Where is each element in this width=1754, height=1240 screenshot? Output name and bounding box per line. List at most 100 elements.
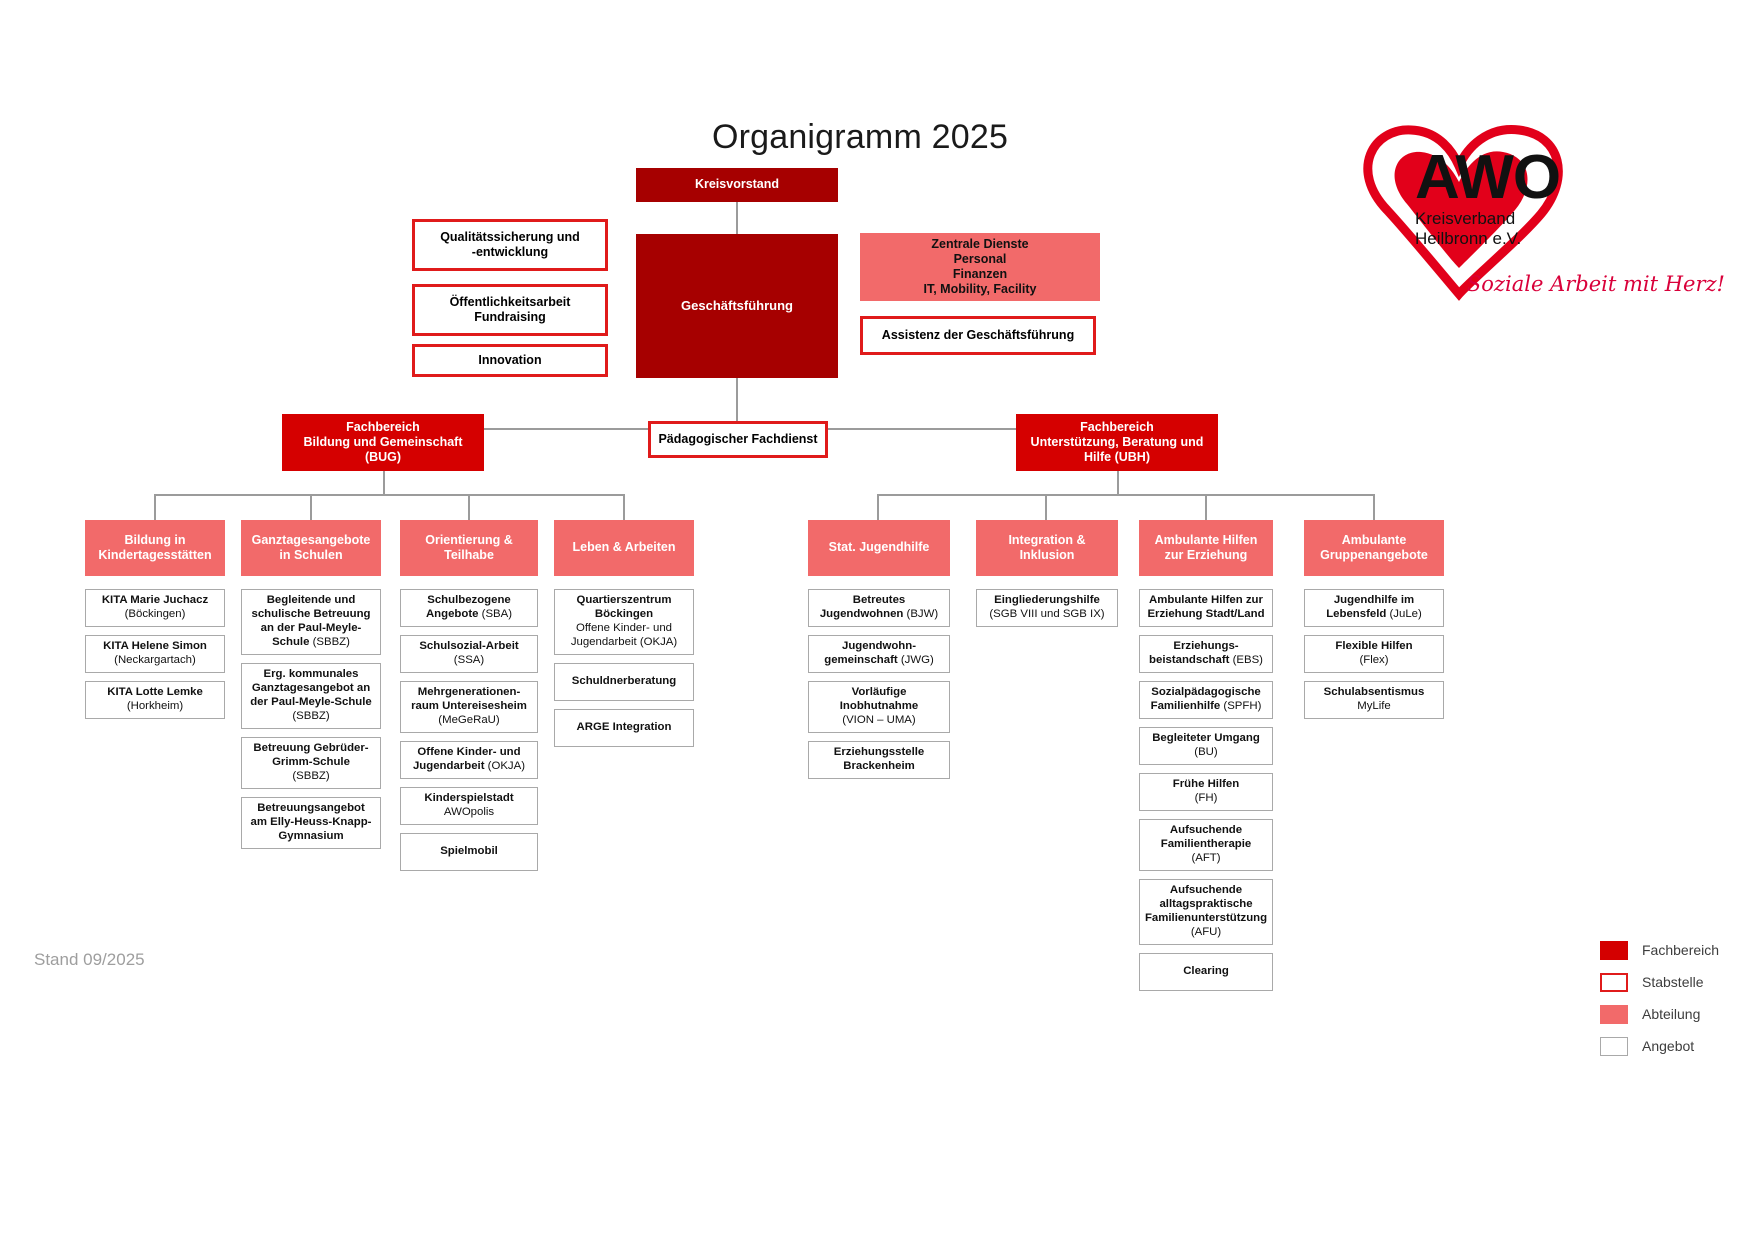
offer-box[interactable]: Betreutes Jugendwohnen (BJW) bbox=[808, 589, 950, 627]
offer-sub-text: (SSA) bbox=[453, 654, 485, 666]
legend-label: Stabstelle bbox=[1642, 974, 1704, 990]
offer-box[interactable]: Schulbezogene Angebote (SBA) bbox=[400, 589, 538, 627]
offer-main-text: Frühe Hilfen bbox=[1172, 778, 1240, 791]
offer-label: Schulbezogene Angebote (SBA) bbox=[407, 594, 531, 622]
offer-box[interactable]: Erziehungs-beistandschaft (EBS) bbox=[1139, 635, 1273, 673]
box-fachbereich-bug[interactable]: Fachbereich Bildung und Gemeinschaft (BU… bbox=[282, 414, 484, 471]
offer-box[interactable]: Flexible Hilfen(Flex) bbox=[1304, 635, 1444, 673]
box-kreisvorstand[interactable]: Kreisvorstand bbox=[636, 168, 838, 202]
department-title-line: zur Erziehung bbox=[1164, 548, 1248, 562]
box-stabstelle-qualitaet[interactable]: Qualitätssicherung und -entwicklung bbox=[412, 219, 608, 271]
offer-box[interactable]: KITA Marie Juchacz(Böckingen) bbox=[85, 589, 225, 627]
offer-main-text: Vorläufige Inobhutnahme bbox=[839, 686, 919, 713]
offer-label: Betreuungsangebot am Elly-Heuss-Knapp-Gy… bbox=[248, 802, 374, 844]
offer-label: Schuldnerberatung bbox=[572, 675, 676, 689]
offer-box[interactable]: Jugendhilfe im Lebensfeld (JuLe) bbox=[1304, 589, 1444, 627]
offer-box[interactable]: ARGE Integration bbox=[554, 709, 694, 747]
offer-label: Clearing bbox=[1183, 965, 1229, 979]
offer-box[interactable]: Schulsozial-Arbeit (SSA) bbox=[400, 635, 538, 673]
offer-sub-text: (SBA) bbox=[478, 608, 513, 620]
offer-main-text: Offene Kinder- und Jugendarbeit bbox=[412, 746, 521, 772]
department-title-line: Orientierung & bbox=[425, 532, 513, 547]
department-header-integration[interactable]: Integration &Inklusion bbox=[976, 520, 1118, 576]
offer-box[interactable]: KITA Lotte Lemke(Horkheim) bbox=[85, 681, 225, 719]
offer-label: Flexible Hilfen(Flex) bbox=[1335, 640, 1412, 668]
offer-box[interactable]: Betreuungsangebot am Elly-Heuss-Knapp-Gy… bbox=[241, 797, 381, 849]
offer-sub-text: MyLife bbox=[1357, 700, 1391, 712]
offer-main-text: Quartierszentrum Böckingen bbox=[576, 594, 672, 621]
offer-box[interactable]: Betreuung Gebrüder-Grimm-Schule(SBBZ) bbox=[241, 737, 381, 789]
offer-label: ARGE Integration bbox=[577, 721, 672, 735]
box-paedagogischer-fachdienst[interactable]: Pädagogischer Fachdienst bbox=[648, 421, 828, 458]
offer-box[interactable]: Begleiteter Umgang(BU) bbox=[1139, 727, 1273, 765]
offer-box[interactable]: Erg. kommunales Ganztagesangebot an der … bbox=[241, 663, 381, 729]
box-fachbereich-ubh[interactable]: Fachbereich Unterstützung, Beratung und … bbox=[1016, 414, 1218, 471]
offer-sub-text: (Horkheim) bbox=[126, 700, 184, 712]
box-stabstelle-innovation[interactable]: Innovation bbox=[412, 344, 608, 377]
offer-box[interactable]: Frühe Hilfen(FH) bbox=[1139, 773, 1273, 811]
offer-box[interactable]: Offene Kinder- und Jugendarbeit (OKJA) bbox=[400, 741, 538, 779]
offer-box[interactable]: Jugendwohn-gemeinschaft (JWG) bbox=[808, 635, 950, 673]
legend-label: Angebot bbox=[1642, 1038, 1695, 1054]
offer-main-text: Begleiteter Umgang bbox=[1152, 732, 1260, 745]
offer-label: Vorläufige Inobhutnahme(VION – UMA) bbox=[815, 686, 943, 728]
box-geschaeftsfuehrung[interactable]: Geschäftsführung bbox=[636, 234, 838, 378]
offer-main-text: Schuldnerberatung bbox=[571, 675, 677, 688]
offer-sub-text: (SBBZ) bbox=[292, 769, 330, 782]
offer-box[interactable]: Mehrgenerationen-raum Untereisesheim(MeG… bbox=[400, 681, 538, 733]
box-zentrale-dienste[interactable]: Zentrale Dienste Personal Finanzen IT, M… bbox=[860, 233, 1100, 301]
offer-box[interactable]: Schuldnerberatung bbox=[554, 663, 694, 701]
stabstelle-1-line-1: Fundraising bbox=[474, 310, 546, 324]
box-stabstelle-oeffentlichkeitsarbeit[interactable]: Öffentlichkeitsarbeit Fundraising bbox=[412, 284, 608, 336]
offer-box[interactable]: Ambulante Hilfen zur Erziehung Stadt/Lan… bbox=[1139, 589, 1273, 627]
offer-box[interactable]: Eingliederungshilfe(SGB VIII und SGB IX) bbox=[976, 589, 1118, 627]
stabstelle-1-line-0: Öffentlichkeitsarbeit bbox=[449, 294, 571, 309]
offer-sub-text: (VION – UMA) bbox=[842, 713, 916, 726]
connector-bug-down bbox=[383, 471, 386, 495]
stabstelle-0-line-1: -entwicklung bbox=[471, 245, 549, 259]
offer-box[interactable]: Sozialpädagogische Familienhilfe (SPFH) bbox=[1139, 681, 1273, 719]
awo-logo: AWO Kreisverband Heilbronn e.V. bbox=[1355, 118, 1725, 308]
offer-sub-text: (MeGeRaU) bbox=[438, 713, 500, 726]
offer-sub-text: (AFU) bbox=[1190, 925, 1222, 938]
ubh-line-2: Hilfe (UBH) bbox=[1084, 450, 1150, 465]
offer-sub-text: (JuLe) bbox=[1386, 608, 1422, 620]
connector-ubh-bus bbox=[877, 494, 1375, 497]
connector-bug-col2 bbox=[310, 494, 313, 520]
department-header-orientierung[interactable]: Orientierung &Teilhabe bbox=[400, 520, 538, 576]
offer-box[interactable]: Clearing bbox=[1139, 953, 1273, 991]
offer-main-text: Erg. kommunales Ganztagesangebot an der … bbox=[250, 668, 372, 708]
department-header-statjug[interactable]: Stat. Jugendhilfe bbox=[808, 520, 950, 576]
offer-box[interactable]: Begleitende und schulische Betreuung an … bbox=[241, 589, 381, 655]
connector-bug-bus bbox=[154, 494, 625, 497]
offer-box[interactable]: KITA Helene Simon(Neckargartach) bbox=[85, 635, 225, 673]
department-title-line: Ganztagesangebote bbox=[251, 532, 371, 547]
offer-box[interactable]: Aufsuchende alltagspraktische Familienun… bbox=[1139, 879, 1273, 945]
department-title-line: Bildung in bbox=[124, 532, 186, 547]
offer-label: Erg. kommunales Ganztagesangebot an der … bbox=[248, 668, 374, 724]
offer-main-text: Ambulante Hilfen zur Erziehung Stadt/Lan… bbox=[1147, 594, 1265, 620]
offer-box[interactable]: Vorläufige Inobhutnahme(VION – UMA) bbox=[808, 681, 950, 733]
offer-label: KITA Helene Simon(Neckargartach) bbox=[103, 640, 207, 668]
offer-box[interactable]: Aufsuchende Familientherapie (AFT) bbox=[1139, 819, 1273, 871]
offer-sub-text: (SBBZ) bbox=[309, 635, 350, 648]
zentrale-dienste-line-0: Zentrale Dienste bbox=[931, 236, 1029, 251]
department-header-leben[interactable]: Leben & Arbeiten bbox=[554, 520, 694, 576]
offer-label: Erziehungs-beistandschaft (EBS) bbox=[1146, 640, 1266, 668]
offer-sub-text: (BJW) bbox=[903, 608, 939, 620]
offer-box[interactable]: Erziehungsstelle Brackenheim bbox=[808, 741, 950, 779]
offer-box[interactable]: Spielmobil bbox=[400, 833, 538, 871]
department-title-line: Ambulante bbox=[1341, 532, 1407, 547]
department-title-line: Ambulante Hilfen bbox=[1154, 532, 1258, 547]
offer-label: Begleiteter Umgang(BU) bbox=[1152, 732, 1260, 760]
box-assistenz-gf[interactable]: Assistenz der Geschäftsführung bbox=[860, 316, 1096, 355]
offer-main-text: Aufsuchende alltagspraktische Familienun… bbox=[1144, 884, 1268, 924]
